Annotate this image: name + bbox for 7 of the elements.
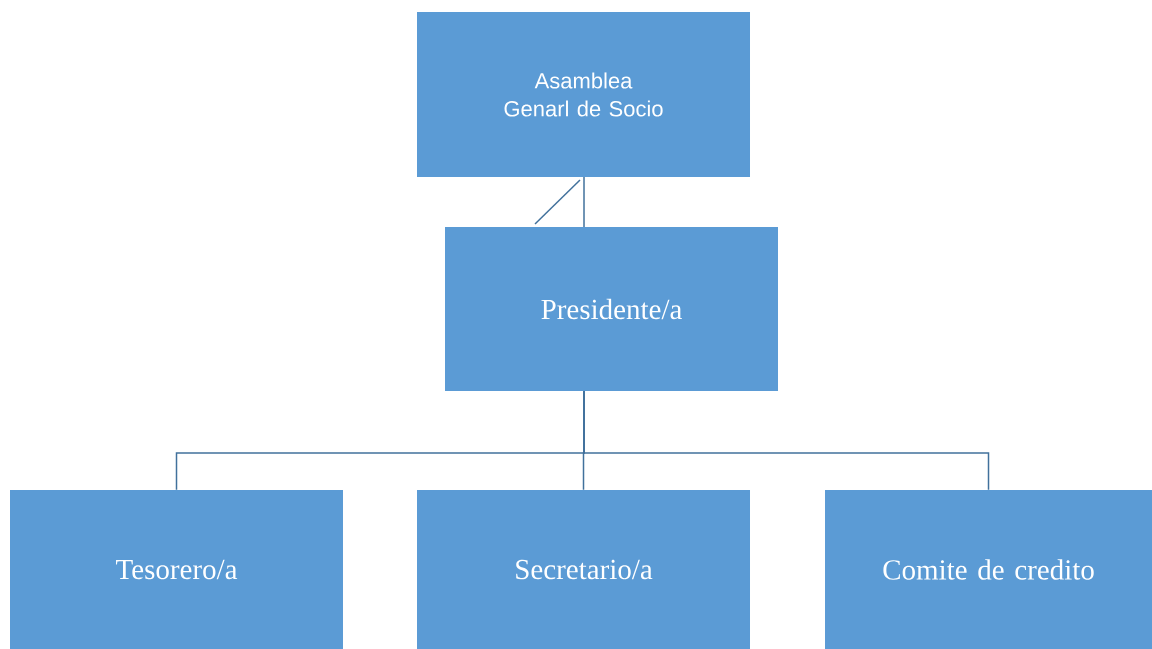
org-box: Tesorero/a xyxy=(10,490,343,649)
org-box: Comite de credito xyxy=(825,490,1152,649)
connector-line xyxy=(583,390,990,491)
org-box: Asamblea Genarl de Socio xyxy=(417,12,750,177)
org-box: Secretario/a xyxy=(417,490,750,649)
connector-line xyxy=(583,176,585,228)
org-box: Presidente/a xyxy=(445,227,778,391)
